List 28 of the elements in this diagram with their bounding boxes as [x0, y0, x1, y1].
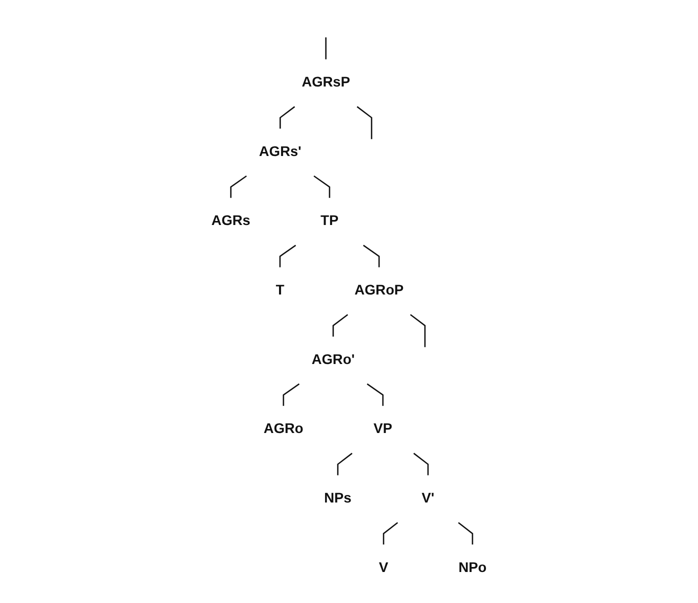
- category-label: AGRo': [312, 352, 355, 368]
- category-label: V: [378, 560, 388, 576]
- tree-branch: [337, 452, 353, 476]
- tree-branch: [363, 244, 380, 268]
- tree-branch: [314, 175, 330, 198]
- tree-branch: [332, 314, 348, 337]
- tree-branch: [382, 522, 398, 545]
- category-label: VP: [374, 422, 392, 437]
- tree-branch: [282, 383, 300, 406]
- tree-branch: [413, 452, 429, 476]
- category-label: AGRo: [264, 422, 304, 437]
- tree-branch: [366, 383, 384, 406]
- category-label: NPo: [458, 560, 487, 576]
- category-label: V': [422, 491, 434, 506]
- category-label: T: [276, 283, 284, 298]
- tree-branch: [325, 37, 327, 60]
- category-label: AGRs: [211, 214, 250, 229]
- tree-branch: [458, 522, 474, 545]
- tree-branch: [279, 244, 296, 268]
- category-label: TP: [320, 214, 339, 229]
- category-label: AGRs': [259, 144, 302, 160]
- category-label: AGRoP: [354, 283, 404, 298]
- tree-branch: [356, 106, 372, 140]
- tree-branch: [230, 175, 247, 198]
- category-label: NPs: [324, 491, 352, 506]
- tree-branch: [280, 106, 296, 129]
- category-label: AGRsP: [302, 75, 350, 90]
- tree-branch: [410, 314, 426, 348]
